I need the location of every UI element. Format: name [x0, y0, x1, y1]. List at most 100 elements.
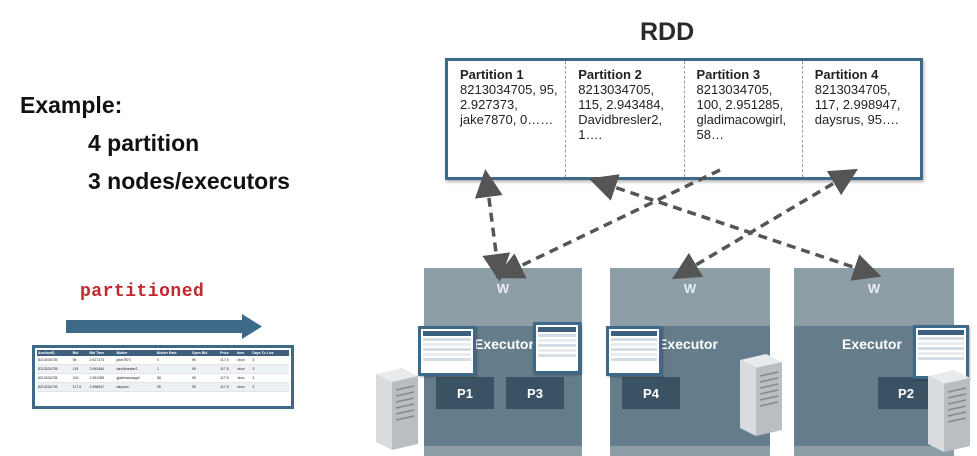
- executor-label: Executor: [474, 336, 534, 352]
- table-cell: 95: [71, 356, 89, 365]
- arrow-partition3-worker1: [495, 168, 721, 279]
- rdd-title: RDD: [640, 18, 695, 46]
- table-header-row: AuctionID Bid Bid Time Bidder Bidder Rat…: [37, 350, 289, 356]
- table-cell: 3: [251, 373, 289, 383]
- partition-line: daysrus, 95….: [814, 112, 899, 127]
- executor-label: Executor: [658, 336, 718, 352]
- table-cell: 95: [190, 373, 220, 383]
- partition-line: jake7870, 0……: [460, 112, 554, 127]
- partition-line: 8213034705,: [814, 82, 891, 97]
- partition-line: 117, 2.998947,: [814, 97, 901, 112]
- example-title: Example:: [20, 92, 123, 118]
- rdd-partition-2: Partition 2 8213034705, 115, 2.943484, D…: [565, 61, 683, 177]
- table-row: 8213034705 100 2.951285 gladimacowgirl 5…: [37, 373, 289, 383]
- mini-table-icon: [533, 322, 581, 374]
- table-cell: 95: [190, 382, 220, 392]
- table-cell: 1: [155, 364, 191, 374]
- table-cell: 2.998947: [88, 382, 116, 392]
- table-cell: 117.5: [219, 364, 237, 374]
- column-header: Open Bid: [190, 350, 220, 356]
- executor-label: Executor: [842, 336, 902, 352]
- example-line-partitions: 4 partition: [88, 130, 200, 156]
- right-arrow-icon: [66, 314, 262, 339]
- table-cell: xbox: [236, 364, 252, 374]
- table-cell: 3: [251, 382, 289, 392]
- worker-label: W: [683, 281, 697, 296]
- table-cell: 95: [190, 364, 220, 374]
- partition-name: Partition 3: [696, 67, 761, 82]
- partition-line: 2.927373,: [460, 97, 518, 112]
- mini-table-icon: [913, 325, 969, 379]
- table-cell: 117.5: [71, 382, 89, 392]
- server-icon: [928, 370, 970, 452]
- partition-line: 8213034705, 95,: [460, 82, 558, 97]
- table-cell: 95: [190, 356, 220, 365]
- table-cell: xbox: [236, 382, 252, 392]
- partition-line: 58…: [696, 127, 724, 142]
- column-header: Item: [236, 350, 252, 356]
- table-cell: 8213034705: [37, 382, 72, 392]
- table-cell: 3: [251, 364, 289, 374]
- table-cell: 8213034705: [37, 364, 72, 374]
- partition-line: gladimacowgirl,: [696, 112, 787, 127]
- partition-line: Davidbresler2,: [578, 112, 663, 127]
- partition-line: 115, 2.943484,: [578, 97, 665, 112]
- partition-line: 100, 2.951285,: [696, 97, 784, 112]
- arrow-partition1-worker1: [474, 169, 511, 282]
- table-cell: davidbresler2: [115, 364, 156, 374]
- partition-line: 1….: [578, 127, 603, 142]
- example-line-nodes: 3 nodes/executors: [88, 168, 290, 194]
- table-row: 8213034705 95 2.927373 jake7870 0 95 117…: [37, 356, 289, 365]
- table-cell: 100: [71, 373, 89, 383]
- column-header: Bid Time: [88, 350, 116, 356]
- table-cell: 8213034705: [37, 356, 72, 365]
- column-header: Bidder Rate: [155, 350, 191, 356]
- arrow-partition4-worker2: [671, 168, 859, 280]
- rdd-partition-4: Partition 4 8213034705, 117, 2.998947, d…: [801, 61, 920, 177]
- partition-box-p2: P2: [878, 377, 934, 409]
- partition-box-p4: P4: [622, 377, 680, 409]
- table-row: 8213034705 117.5 2.998947 daysrus 95 95 …: [37, 382, 289, 392]
- table-cell: gladimacowgirl: [115, 373, 156, 383]
- table-cell: 0: [155, 356, 191, 365]
- partition-box-p3: P3: [506, 377, 564, 409]
- partition-name: Partition 1: [460, 67, 524, 82]
- worker-label: W: [867, 281, 881, 296]
- mini-table-icon: [606, 326, 662, 376]
- partition-line: 8213034705,: [696, 82, 773, 97]
- table-cell: 117.5: [219, 373, 237, 383]
- partition-name: Partition 2: [578, 67, 642, 82]
- table-cell: 8213034705: [37, 373, 72, 383]
- rdd-partition-3: Partition 3 8213034705, 100, 2.951285, g…: [683, 61, 802, 177]
- source-data-table: AuctionID Bid Bid Time Bidder Bidder Rat…: [32, 345, 294, 409]
- table-cell: jake7870: [115, 356, 156, 365]
- worker-label: W: [496, 281, 510, 296]
- column-header: Days To Live: [251, 350, 289, 356]
- mini-table-icon: [418, 326, 476, 376]
- rdd-partition-1: Partition 1 8213034705, 95, 2.927373, ja…: [448, 61, 565, 177]
- table-cell: xbox: [236, 356, 252, 365]
- column-header: Price: [219, 350, 237, 356]
- table-cell: 117.5: [219, 356, 237, 365]
- partitioned-label: partitioned: [80, 282, 205, 302]
- server-icon: [740, 354, 782, 436]
- table-cell: 2.927373: [88, 356, 116, 365]
- partition-line: 8213034705,: [578, 82, 655, 97]
- arrow-partition2-worker3: [588, 174, 882, 281]
- column-header: AuctionID: [37, 350, 72, 356]
- table-cell: xbox: [236, 373, 252, 383]
- column-header: Bid: [71, 350, 89, 356]
- column-header: Bidder: [115, 350, 156, 356]
- partition-name: Partition 4: [814, 67, 879, 82]
- table-cell: 58: [155, 373, 191, 383]
- table-cell: 95: [155, 382, 191, 392]
- table-cell: 117.5: [219, 382, 237, 392]
- table-cell: 2.943484: [88, 364, 116, 374]
- partition-box-p1: P1: [436, 377, 494, 409]
- table-cell: 115: [71, 364, 89, 374]
- server-icon: [376, 368, 418, 450]
- table-cell: daysrus: [115, 382, 156, 392]
- table-cell: 2.951285: [88, 373, 116, 383]
- table-cell: 3: [251, 356, 289, 365]
